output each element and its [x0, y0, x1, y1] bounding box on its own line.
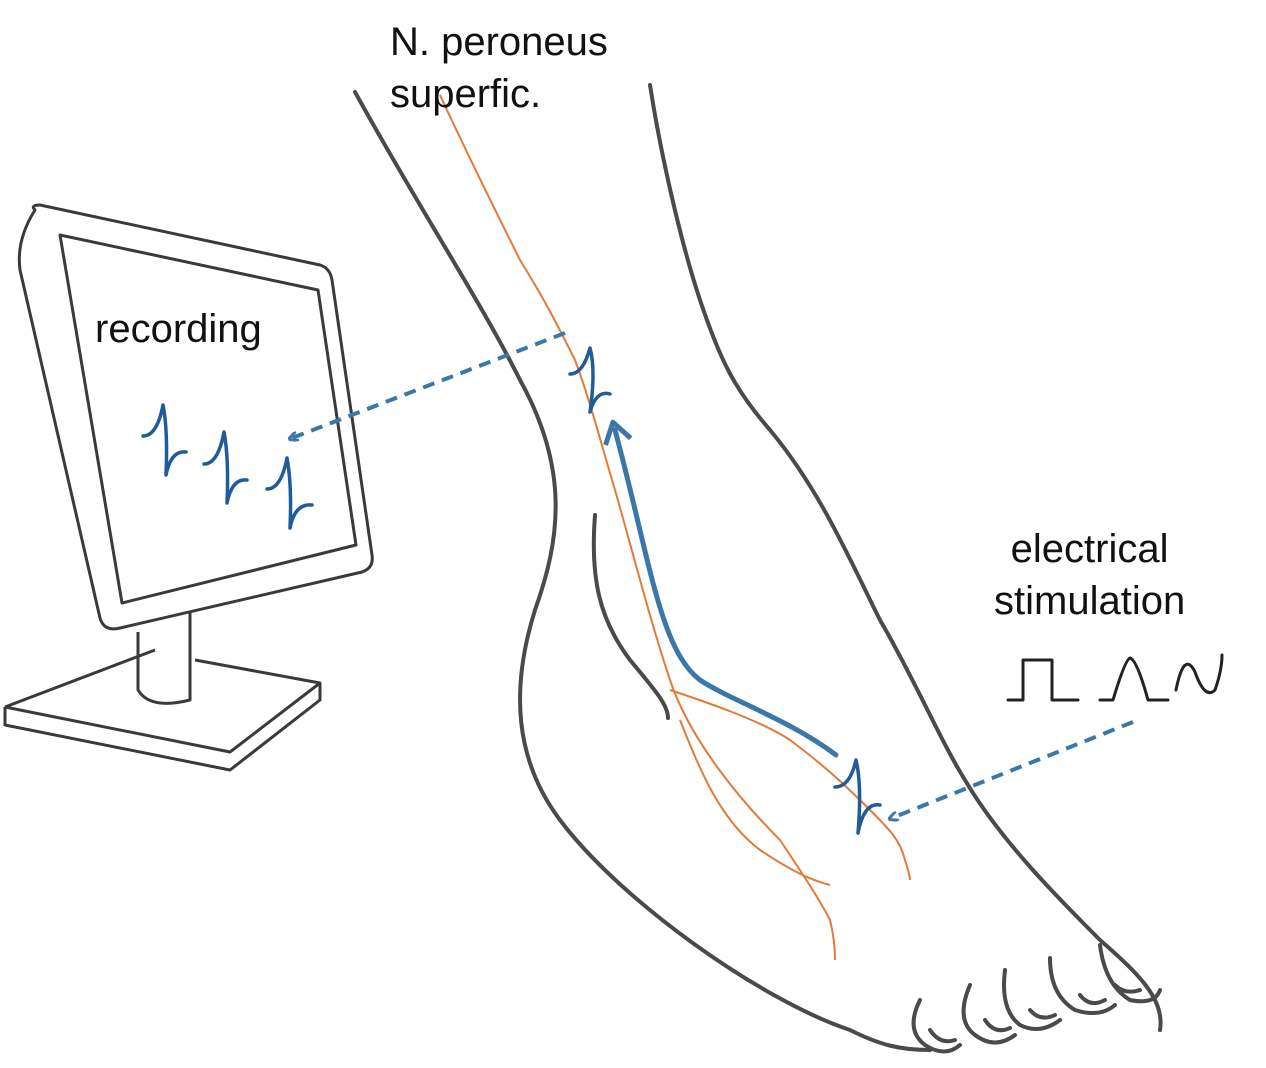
monitor-icon — [3, 203, 374, 772]
triangle-pulse-icon — [1098, 656, 1170, 702]
stimulation-label-line1: electrical — [1010, 527, 1169, 571]
nerve-label-line2: superfic. — [390, 72, 542, 116]
stimulation-label-line2: stimulation — [994, 579, 1186, 623]
sine-wave-icon — [1174, 653, 1224, 695]
recording-arrow — [292, 331, 566, 438]
square-pulse-icon — [1006, 658, 1080, 702]
conduction-arrow — [615, 430, 839, 758]
nerve-label-line1: N. peroneus — [390, 20, 608, 64]
spike-stimulation-site-icon — [833, 758, 882, 835]
spike-screen-2-icon — [202, 430, 249, 505]
spike-screen-1-icon — [141, 403, 188, 477]
recording-label: recording — [95, 307, 262, 351]
peroneus-nerve — [439, 94, 911, 961]
stimulation-arrow — [892, 720, 1134, 818]
leg-outline — [353, 83, 1163, 1054]
nerve-label: N. peroneus superfic. — [390, 16, 608, 120]
spike-recording-site-icon — [568, 346, 612, 414]
spike-screen-3-icon — [265, 456, 314, 530]
stimulation-label: electrical stimulation — [994, 523, 1185, 627]
